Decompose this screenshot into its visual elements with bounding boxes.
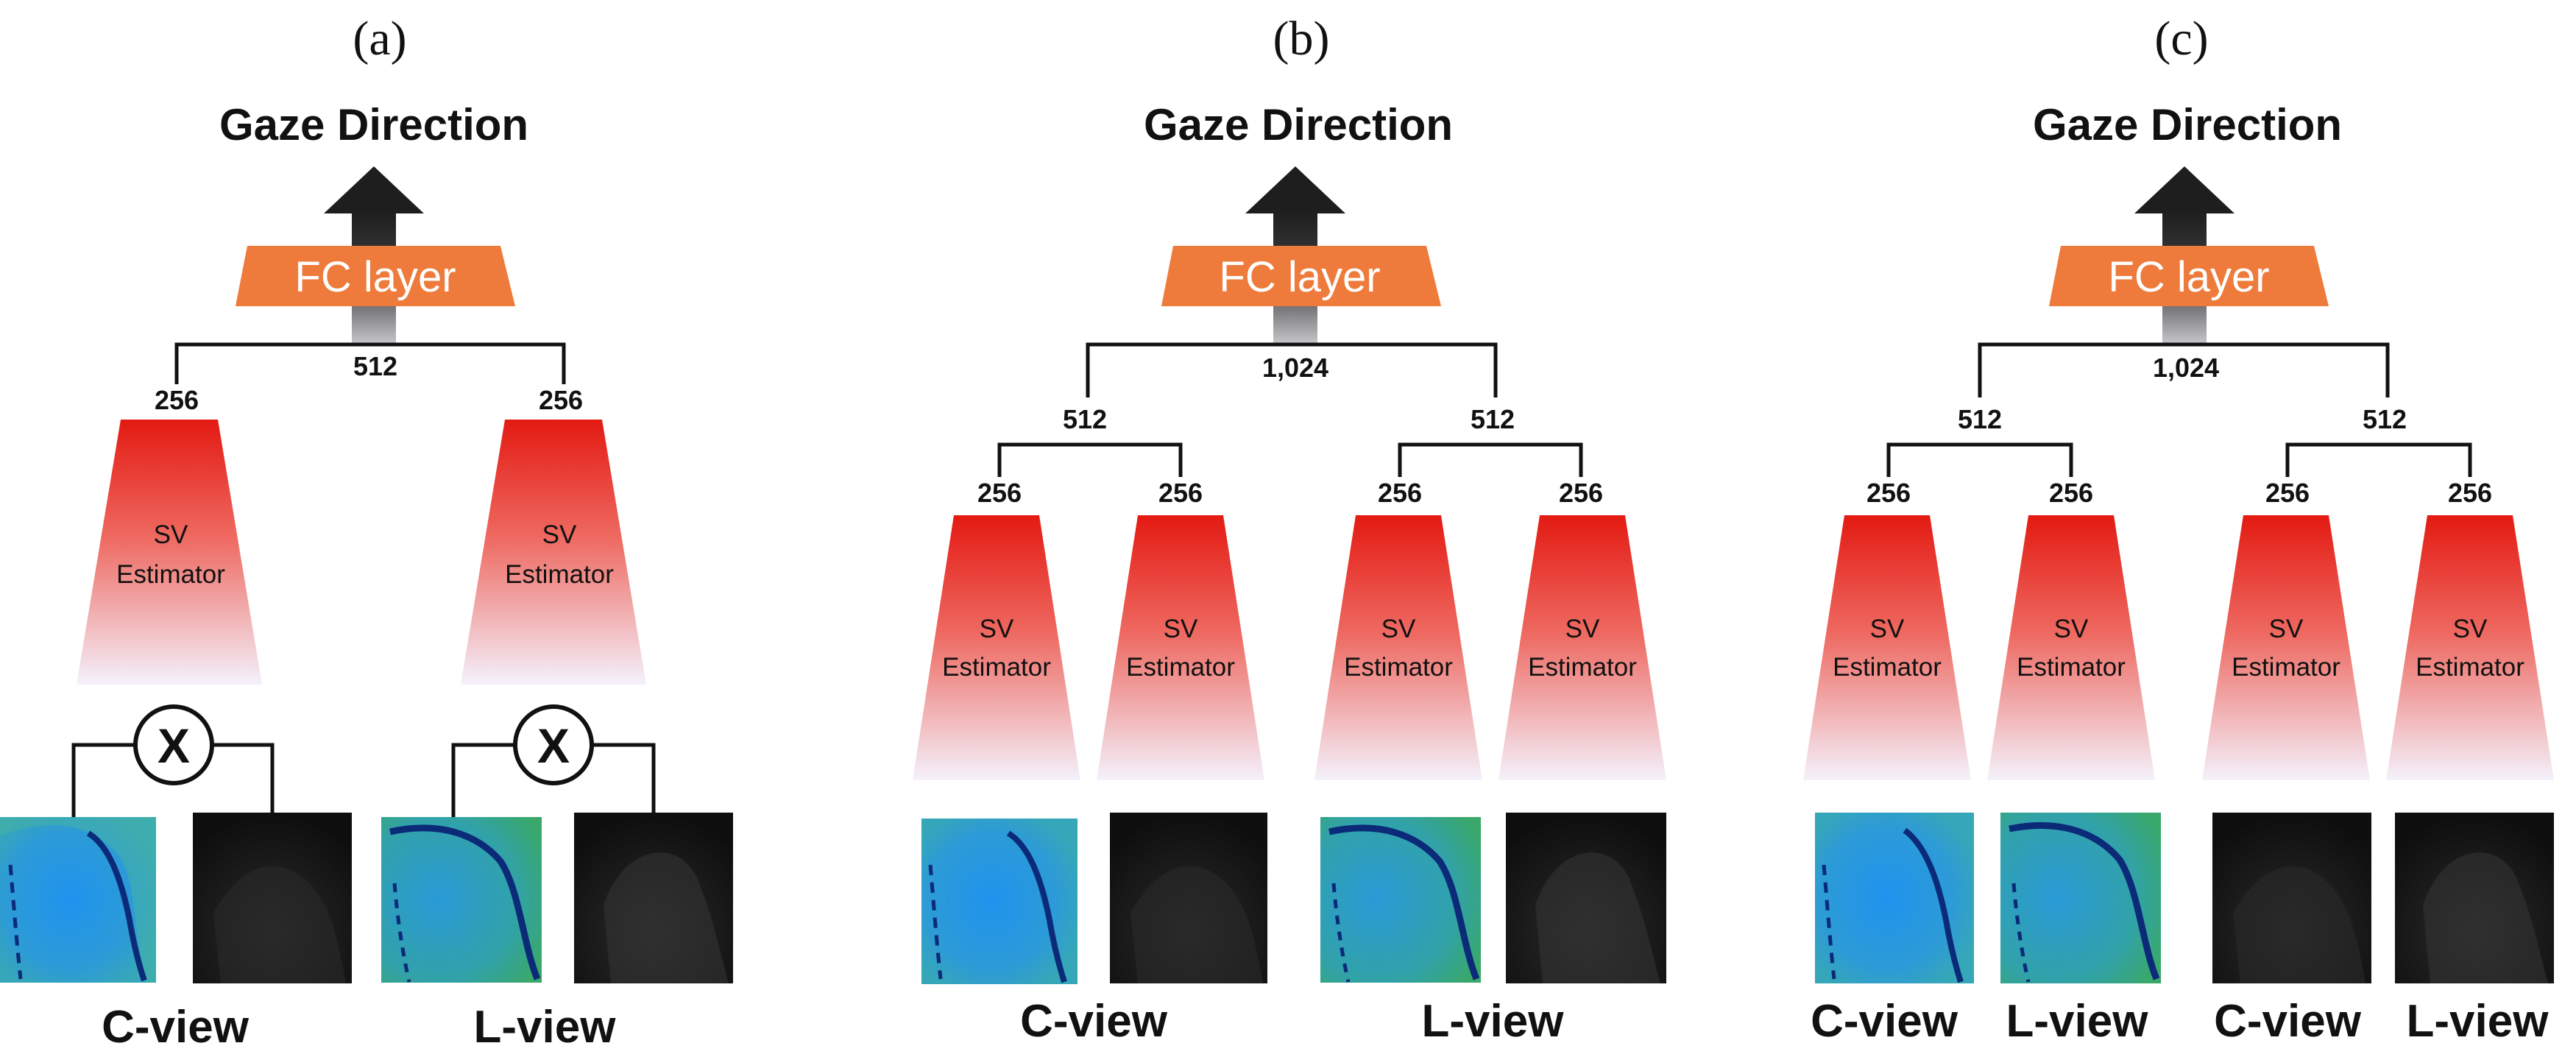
group-bracket [2285,442,2472,477]
fc-layer-label: FC layer [1219,253,1380,301]
sv-estimator: SV Estimator [77,420,262,685]
view-label: C-view [102,1002,250,1053]
gaze-direction-label: Gaze Direction [2033,100,2342,149]
depth-map-thumbnail [381,817,542,983]
branch-dim-label: 256 [539,385,583,415]
concat-dim-label: 512 [353,351,397,381]
branch-dim-label: 256 [1559,478,1603,508]
concat-bracket [1978,342,2390,397]
fc-layer: FC layer [2049,246,2329,306]
view-label: L-view [474,1002,617,1053]
concat-bracket [174,342,566,384]
ir-image-thumbnail [2212,813,2371,983]
sv-estimator: SV Estimator [2202,515,2370,780]
panel-label: (a) [353,12,406,66]
estimator-label-line1: SV [2269,615,2304,643]
panel-label: (c) [2154,12,2208,66]
multiply-symbol: X [537,718,570,773]
group-dim-label: 512 [2363,404,2407,434]
gaze-direction-label: Gaze Direction [1144,100,1453,149]
branch-dim-label: 256 [2448,478,2492,508]
estimator-label-line2: Estimator [2416,653,2524,682]
multiply-symbol: X [158,718,190,773]
branch-dim-label: 256 [1866,478,1911,508]
panel-b: (b) Gaze Direction FC layer 1,024 512 51… [913,12,1666,1047]
group-dim-label: 512 [1958,404,2002,434]
gaze-direction-label: Gaze Direction [219,100,528,149]
ir-image-thumbnail [193,813,352,983]
view-label: C-view [1020,996,1168,1047]
fc-layer: FC layer [1161,246,1441,306]
ir-image-thumbnail [1110,813,1267,983]
sv-estimator: SV Estimator [2386,515,2554,780]
fc-layer-label: FC layer [2108,253,2269,301]
view-label: L-view [1422,996,1565,1047]
view-label: C-view [2214,996,2362,1047]
depth-map-thumbnail [2000,813,2161,983]
estimator-label-line1: SV [154,520,188,549]
panel-label: (b) [1273,12,1330,66]
ir-image-thumbnail [1506,813,1666,983]
group-dim-label: 512 [1063,404,1107,434]
concat-dim-label: 1,024 [2153,353,2219,383]
group-bracket [997,442,1183,477]
estimator-label-line2: Estimator [1344,653,1453,682]
sv-estimator: SV Estimator [1803,515,1971,780]
estimator-label-line2: Estimator [1528,653,1637,682]
view-label: L-view [2006,996,2149,1047]
group-bracket [1398,442,1583,477]
branch-dim-label: 256 [155,385,199,415]
multiply-node: X [71,704,275,817]
estimator-label-line2: Estimator [1126,653,1235,682]
depth-map-thumbnail [1815,813,1974,983]
group-bracket [1886,442,2073,477]
panel-a: (a) Gaze Direction FC layer 512 256 256 … [0,12,733,1053]
sv-estimator: SV Estimator [461,420,646,685]
group-dim-label: 512 [1471,404,1515,434]
estimator-label-line1: SV [980,615,1014,643]
depth-map-thumbnail [921,819,1078,984]
estimator-label-line2: Estimator [1833,653,1942,682]
estimator-label-line2: Estimator [116,560,225,589]
view-label: C-view [1811,996,1958,1047]
estimator-label-line2: Estimator [942,653,1051,682]
depth-map-thumbnail [0,817,156,983]
ir-image-thumbnail [574,813,733,983]
multiply-node: X [451,704,656,817]
sv-estimator: SV Estimator [1314,515,1482,780]
estimator-label-line2: Estimator [505,560,614,589]
branch-dim-label: 256 [1378,478,1422,508]
estimator-label-line1: SV [1565,615,1600,643]
estimator-label-line1: SV [2054,615,2089,643]
estimator-label-line2: Estimator [2232,653,2340,682]
ir-image-thumbnail [2395,813,2554,983]
view-label: L-view [2407,996,2550,1047]
sv-estimator: SV Estimator [1097,515,1264,780]
estimator-label-line1: SV [1381,615,1416,643]
concat-bracket [1086,342,1498,397]
sv-estimator: SV Estimator [1498,515,1666,780]
estimator-label-line1: SV [1870,615,1905,643]
fc-layer: FC layer [236,246,515,306]
estimator-label-line1: SV [1164,615,1198,643]
fc-layer-label: FC layer [294,253,456,301]
sv-estimator: SV Estimator [1987,515,2155,780]
sv-estimator: SV Estimator [913,515,1080,780]
branch-dim-label: 256 [2265,478,2310,508]
estimator-label-line2: Estimator [2017,653,2126,682]
branch-dim-label: 256 [2049,478,2093,508]
depth-map-thumbnail [1320,817,1481,983]
concat-dim-label: 1,024 [1262,353,1328,383]
branch-dim-label: 256 [1158,478,1203,508]
branch-dim-label: 256 [977,478,1022,508]
panel-c: (c) Gaze Direction FC layer 1,024 512 51… [1803,12,2554,1047]
estimator-label-line1: SV [542,520,577,549]
estimator-label-line1: SV [2453,615,2488,643]
